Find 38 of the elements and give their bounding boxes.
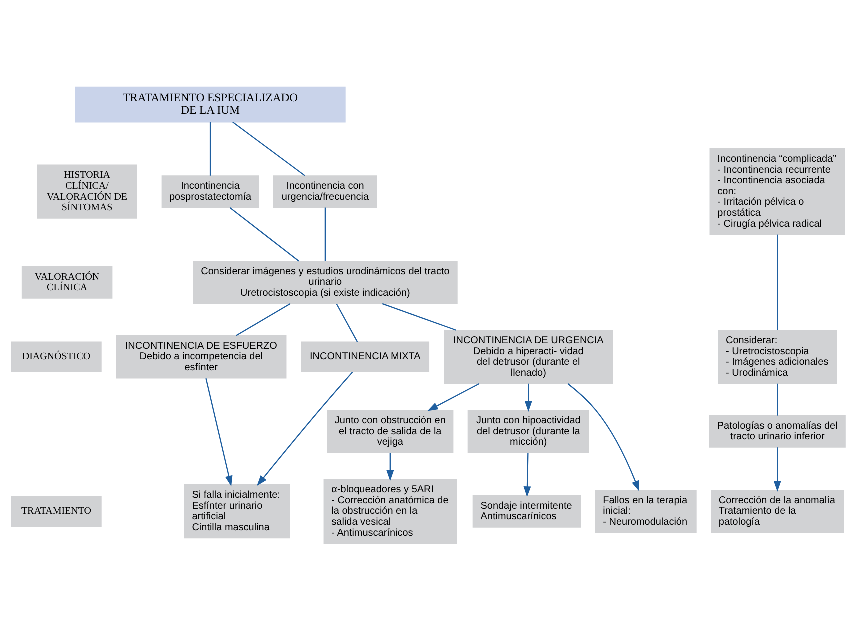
connector (236, 302, 291, 336)
node-box: DIAGNÓSTICO (11, 341, 102, 372)
connector (232, 121, 306, 176)
arrow (386, 452, 394, 481)
connector (382, 302, 457, 330)
connector (230, 206, 300, 262)
node-box: TRATAMIENTO ESPECIALIZADO DE LA IUM (75, 86, 346, 122)
node-box: Incontinencia “complicada” - Incontinencia recurrente - Incontinencia asociada con: - Irritación pélvica o prostática - Cirugía pélvica radical (710, 148, 846, 235)
node-box: Incontinencia con urgencia/frecuencia (273, 175, 378, 208)
node-box: INCONTINENCIA DE URGENCIA Debido a hiperacti- vidad del detrusor (durante el llenado) (444, 330, 614, 384)
connector (777, 383, 778, 416)
node-box: Junto con obstrucción en el tracto de salida de la vejiga (327, 410, 454, 453)
node-box: Corrección de la anomalía Tratamiento de la patología (711, 489, 844, 533)
node-box: INCONTINENCIA MIXTA (301, 341, 430, 372)
connector (777, 234, 778, 330)
node-box: TRATAMIENTO (11, 496, 102, 527)
node-box: Considerar imágenes y estudios urodinámicos del tracto urinario Uretrocistoscopia (si existe indicación) (193, 260, 458, 304)
node-box: Incontinencia posprostatectomía (162, 175, 260, 208)
arrow (568, 382, 640, 492)
node-box: α-bloqueadores y 5ARI - Corrección anatómica de la obstrucción en la salida vesical - Antimuscarínicos (324, 478, 458, 544)
arrow (524, 452, 532, 497)
connector (210, 122, 212, 176)
node-box: Considerar: - Uretrocistoscopia - Imágenes adicionales - Urodinámica (718, 330, 838, 384)
arrow (428, 382, 480, 411)
connector (324, 207, 326, 261)
arrow (774, 447, 782, 492)
node-box: Patologías o anomalías del tracto urinario inferior (709, 414, 846, 448)
node-box: Si falla inicialmente: Esfínter urinario artificial Cintilla masculina (184, 484, 290, 538)
node-box: Sondaje intermitente Antimuscarínicos (472, 494, 582, 528)
arrow (524, 383, 532, 412)
arrow (257, 371, 354, 486)
arrow (206, 378, 233, 486)
node-box: Junto con hipoactividad del detrusor (durante la micción) (468, 410, 590, 453)
node-box: HISTORIA CLÍNICA/ VALORACIÓN DE SÍNTOMAS (37, 164, 138, 218)
node-box: VALORACIÓN CLÍNICA (22, 266, 113, 298)
node-box: INCONTINENCIA DE ESFUERZO Debido a incompetencia del esfínter (116, 334, 287, 378)
connector (336, 303, 358, 342)
node-box: Fallos en la terapia inicial: - Neuromodulación (595, 489, 697, 533)
